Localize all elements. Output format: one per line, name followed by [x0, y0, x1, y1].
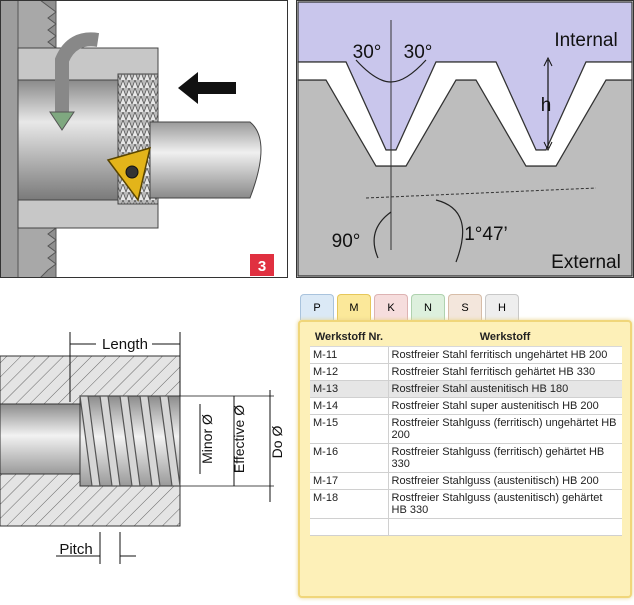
chuck-left [0, 0, 21, 279]
row-code: M-11 [310, 346, 389, 364]
material-selector: P M K N S H Werkstoff Nr. Werkstoff M-11… [298, 292, 634, 600]
angle-90-label: 90° [332, 231, 361, 252]
effective-diameter-label: Effective Ø [231, 405, 247, 473]
lead-angle-label: 1°47’ [464, 224, 508, 245]
row-code: M-14 [310, 397, 389, 415]
threading-operation-svg: 3 [0, 0, 288, 279]
row-name: Rostfreier Stahl ferritisch gehärtet HB … [388, 363, 622, 381]
height-label: h [541, 95, 552, 116]
rotation-arrow-icon [55, 32, 100, 120]
row-name: Rostfreier Stahlguss (ferritisch) gehärt… [388, 443, 622, 473]
thread-dimensions-svg: Length Minor Ø Effective Ø Do Ø Pitch [0, 292, 290, 600]
table-row-empty [310, 518, 622, 536]
row-code: M-17 [310, 472, 389, 490]
internal-label: Internal [554, 30, 617, 51]
row-name: Rostfreier Stahl austenitisch HB 180 [388, 380, 622, 398]
header-code: Werkstoff Nr. [310, 328, 388, 347]
external-label: External [551, 252, 621, 273]
row-code: M-15 [310, 414, 389, 444]
row-code: M-13 [310, 380, 389, 398]
tab-m[interactable]: M [337, 294, 371, 322]
pitch-label: Pitch [59, 541, 92, 558]
row-name: Rostfreier Stahlguss (austenitisch) gehä… [388, 489, 622, 519]
tab-k[interactable]: K [374, 294, 408, 320]
row-code: M-16 [310, 443, 389, 473]
step-badge-label: 3 [258, 258, 266, 275]
row-name: Rostfreier Stahl ferritisch ungehärtet H… [388, 346, 622, 364]
tab-p[interactable]: P [300, 294, 334, 320]
thread-profile-diagram: 30° 30° Internal h 90° 1°47’ External [296, 0, 634, 278]
thread-crests [79, 395, 181, 487]
tab-n[interactable]: N [411, 294, 445, 320]
material-tabs: P M K N S H [300, 294, 519, 322]
row-name: Rostfreier Stahl super austenitisch HB 2… [388, 397, 622, 415]
angle-left-label: 30° [353, 42, 382, 63]
chuck-jaw-top [17, 0, 57, 49]
header-name: Werkstoff [388, 328, 622, 347]
row-name: Rostfreier Stahlguss (austenitisch) HB 2… [388, 472, 622, 490]
angle-right-label: 30° [404, 42, 433, 63]
lead-angle-line [365, 187, 597, 199]
tab-h[interactable]: H [485, 294, 519, 320]
row-name: Rostfreier Stahlguss (ferritisch) ungehä… [388, 414, 622, 444]
row-code: M-12 [310, 363, 389, 381]
boring-bar [149, 121, 262, 199]
do-diameter-label: Do Ø [269, 426, 285, 459]
thread-profile-svg: 30° 30° Internal h 90° 1°47’ External [296, 0, 634, 278]
length-label: Length [102, 336, 148, 353]
tab-s[interactable]: S [448, 294, 482, 320]
minor-diameter-label: Minor Ø [199, 414, 215, 464]
step-badge [250, 254, 274, 276]
thread-dimensions-diagram: Length Minor Ø Effective Ø Do Ø Pitch [0, 292, 290, 600]
threading-operation-illustration: 3 [0, 0, 288, 279]
feed-direction-arrow-icon [178, 72, 236, 104]
row-code: M-18 [310, 489, 389, 519]
